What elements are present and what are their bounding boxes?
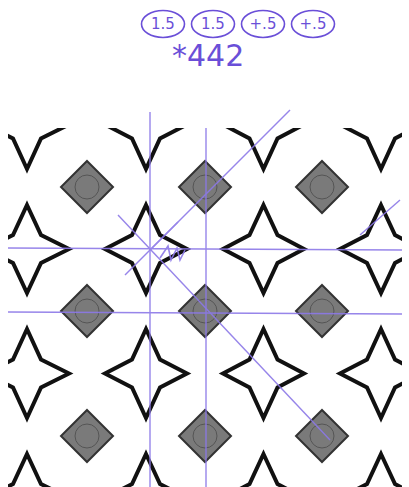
circle-ring <box>242 11 285 38</box>
circle-ring <box>192 11 235 38</box>
diamond-mark <box>310 424 334 448</box>
grey-diamond <box>179 285 231 337</box>
star-outline <box>105 329 187 418</box>
score-circle: 1.5 <box>190 9 236 39</box>
score-text: 1.5 <box>151 15 175 33</box>
circle-ring <box>292 11 335 38</box>
score-text: 1.5 <box>201 15 225 33</box>
score-text: +.5 <box>300 15 327 33</box>
grey-diamond <box>61 161 113 213</box>
star-outline <box>105 128 187 169</box>
grey-diamond <box>61 285 113 337</box>
grey-diamond <box>179 161 231 213</box>
diamond-mark <box>310 299 334 323</box>
star-outline <box>8 128 69 169</box>
score-circle: 1.5 <box>140 9 186 39</box>
score-text: +.5 <box>250 15 277 33</box>
score-circle: +.5 <box>290 9 336 39</box>
tiling-pattern <box>8 128 402 487</box>
circle-ring <box>142 11 185 38</box>
diamond-mark <box>193 299 217 323</box>
orbifold-notation: *442 <box>172 38 244 73</box>
score-circle: +.5 <box>240 9 286 39</box>
diamond-mark <box>310 175 334 199</box>
grey-diamond <box>61 410 113 462</box>
diamond-mark <box>75 424 99 448</box>
star-outline <box>8 329 69 418</box>
star-outline <box>105 454 187 487</box>
grey-diamond <box>296 285 348 337</box>
symmetry-lines <box>8 110 402 487</box>
diamond-mark <box>75 299 99 323</box>
star-outline <box>340 454 402 487</box>
grey-diamond <box>296 161 348 213</box>
diamond-mark <box>193 424 217 448</box>
star-outline <box>340 128 402 169</box>
diamond-mark <box>75 175 99 199</box>
star-outline <box>223 454 304 487</box>
star-outline <box>8 454 69 487</box>
star-outline <box>223 128 304 169</box>
grey-diamond <box>296 410 348 462</box>
star-outline <box>8 205 69 293</box>
star-outline <box>340 205 402 293</box>
grey-diamond <box>179 410 231 462</box>
star-outline <box>223 329 304 418</box>
star-outline <box>340 329 402 418</box>
